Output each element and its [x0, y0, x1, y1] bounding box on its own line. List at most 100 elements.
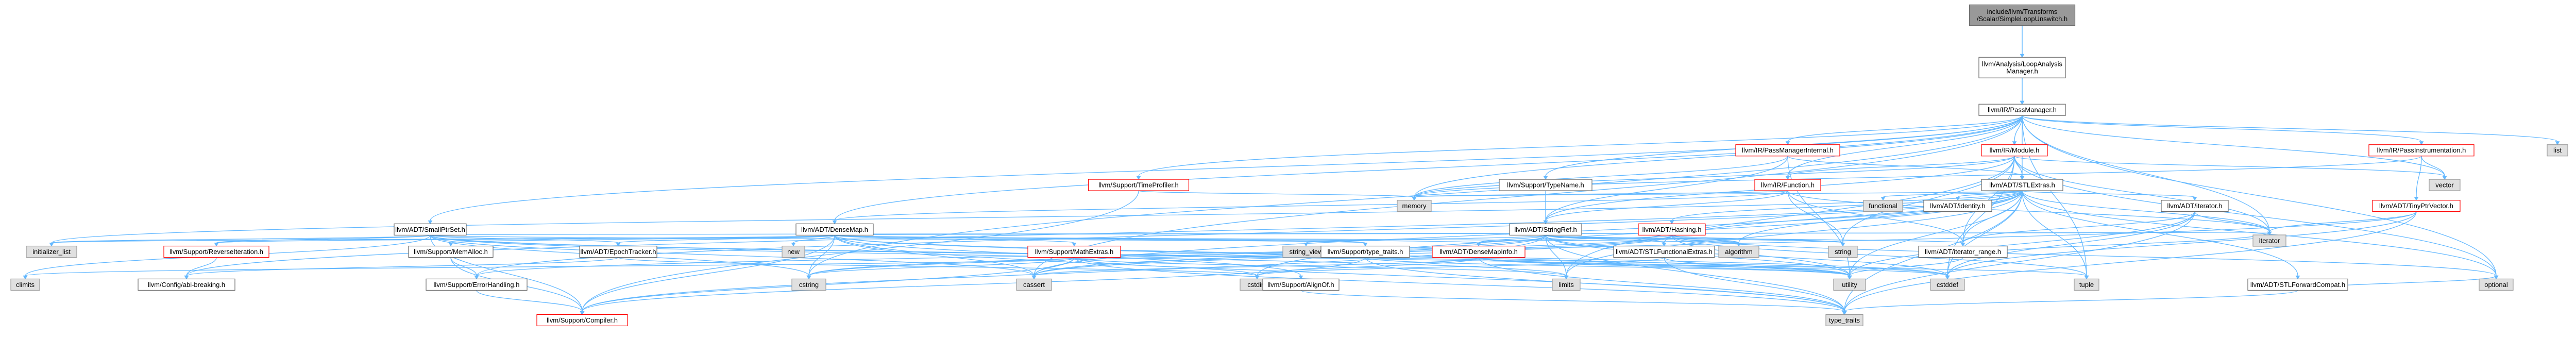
node-sps[interactable]: llvm/ADT/SmallPtrSet.h — [394, 223, 467, 235]
node-label: llvm/Support/TimeProfiler.h — [1098, 181, 1179, 189]
node-box — [138, 278, 235, 291]
node-box — [2429, 179, 2461, 191]
edge-module-to-vector — [2014, 156, 2447, 180]
node-box — [782, 245, 805, 258]
node-box — [2547, 144, 2568, 157]
node-box — [2247, 278, 2348, 291]
node-reviter[interactable]: llvm/Support/ReverseIteration.h — [163, 245, 269, 258]
node-label: optional — [2484, 281, 2508, 289]
node-dmi[interactable]: llvm/ADT/DenseMapInfo.h — [1432, 245, 1526, 258]
node-label: llvm/ADT/EpochTracker.h — [581, 248, 656, 256]
node-initlist: initializer_list — [26, 245, 77, 258]
node-root[interactable]: include/llvm/Transforms/Scalar/SimpleLoo… — [1969, 4, 2076, 26]
edge-densemap-to-mathextras — [834, 234, 1077, 247]
node-label: llvm/ADT/STLForwardCompat.h — [2250, 281, 2345, 289]
node-label: vector — [2435, 181, 2454, 189]
node-adtid[interactable]: llvm/ADT/identity.h — [1923, 200, 1992, 212]
node-pmi[interactable]: llvm/IR/PassManagerInternal.h — [1735, 144, 1840, 157]
edge-lam-to-pm — [2020, 78, 2025, 105]
node-configab[interactable]: llvm/Config/abi-breaking.h — [138, 278, 235, 291]
node-box — [1613, 245, 1715, 258]
edge-pm-to-pmi — [1785, 115, 2023, 145]
node-pm[interactable]: llvm/IR/PassManager.h — [1978, 104, 2066, 116]
edge-densemap-to-typetraits — [834, 234, 1368, 247]
node-label: llvm/Support/MathExtras.h — [1035, 248, 1113, 256]
node-algorithm: algorithm — [1718, 245, 1759, 258]
node-box — [1262, 278, 1340, 291]
edge-dmi-to-cassert — [1031, 257, 1479, 280]
node-stringref[interactable]: llvm/ADT/StringRef.h — [1509, 223, 1582, 235]
edge-mathextras-to-cstring — [806, 257, 1075, 280]
node-label: string_view — [1289, 248, 1323, 256]
node-label: llvm/ADT/DenseMapInfo.h — [1439, 248, 1518, 256]
node-box — [1552, 278, 1581, 291]
node-aligno[interactable]: llvm/Support/AlignOf.h — [1262, 278, 1340, 291]
node-hashing[interactable]: llvm/ADT/Hashing.h — [1638, 223, 1706, 235]
node-box — [1978, 104, 2066, 116]
node-label: initializer_list — [32, 248, 71, 256]
edge-module-to-func — [1785, 156, 2015, 180]
node-memalloc[interactable]: llvm/Support/MemAlloc.h — [408, 245, 494, 258]
node-box — [163, 245, 269, 258]
node-box — [2252, 234, 2286, 247]
node-label: llvm/ADT/STLExtras.h — [1989, 181, 2055, 189]
node-epoch[interactable]: llvm/ADT/EpochTracker.h — [579, 245, 657, 258]
edge-tprof-to-memory — [1138, 190, 1417, 201]
node-pinst[interactable]: llvm/IR/PassInstrumentation.h — [2368, 144, 2475, 157]
edge-dmi-to-cstdint — [1255, 257, 1479, 280]
node-stlfwd[interactable]: llvm/ADT/STLForwardCompat.h — [2247, 278, 2348, 291]
node-label: llvm/ADT/TinyPtrVector.h — [2379, 202, 2453, 210]
node-box — [1397, 200, 1432, 212]
node-itrange[interactable]: llvm/ADT/iterator_range.h — [1918, 245, 2008, 258]
node-module[interactable]: llvm/IR/Module.h — [1981, 144, 2048, 157]
node-tuple: tuple — [2074, 278, 2099, 291]
edges-layer — [23, 25, 2560, 315]
edge-densemap-to-memalloc — [448, 234, 835, 247]
node-label: climits — [16, 281, 35, 289]
node-box — [1509, 223, 1582, 235]
edge-densemap-to-new — [791, 234, 835, 247]
node-label: new — [787, 248, 800, 256]
node-mathextras[interactable]: llvm/Support/MathExtras.h — [1027, 245, 1121, 258]
node-box — [1432, 245, 1526, 258]
edge-tiny-to-typetraits2 — [1842, 211, 2417, 315]
node-label: utility — [1842, 281, 1857, 289]
node-typetraits[interactable]: llvm/Support/type_traits.h — [1320, 245, 1410, 258]
edge-hashing-to-string — [1671, 234, 1845, 247]
node-box — [795, 223, 874, 235]
node-stlfunc[interactable]: llvm/ADT/STLFunctionalExtras.h — [1613, 245, 1715, 258]
node-label: llvm/ADT/iterator_range.h — [1925, 248, 2001, 256]
edge-stlfwd-to-typetraits2 — [1842, 290, 2298, 315]
node-string: string — [1828, 245, 1858, 258]
node-iterator[interactable]: llvm/ADT/iterator.h — [2161, 200, 2229, 212]
node-stlextras[interactable]: llvm/ADT/STLExtras.h — [1981, 179, 2063, 191]
node-box — [1825, 314, 1863, 327]
edge-densemap-to-epoch — [616, 234, 835, 247]
node-densemap[interactable]: llvm/ADT/DenseMap.h — [795, 223, 874, 235]
node-box — [2161, 200, 2229, 212]
node-box — [1320, 245, 1410, 258]
node-box — [1863, 200, 1903, 212]
node-label: memory — [1402, 202, 1427, 210]
node-box — [2479, 278, 2514, 291]
node-limits: limits — [1552, 278, 1581, 291]
node-box — [1981, 179, 2063, 191]
node-utility: utility — [1833, 278, 1866, 291]
edge-pinst-to-tiny — [2414, 156, 2422, 201]
node-box — [1027, 245, 1121, 258]
node-tname[interactable]: llvm/Support/TypeName.h — [1499, 179, 1592, 191]
nodes-layer: include/llvm/Transforms/Scalar/SimpleLoo… — [10, 4, 2568, 327]
node-label: /Scalar/SimpleLoopUnswitch.h — [1977, 15, 2067, 23]
node-label: limits — [1558, 281, 1574, 289]
node-tiny[interactable]: llvm/ADT/TinyPtrVector.h — [2372, 200, 2461, 212]
node-tprof[interactable]: llvm/Support/TimeProfiler.h — [1088, 179, 1190, 191]
edge-stlextras-to-stlfwd — [2022, 191, 2300, 280]
node-func[interactable]: llvm/IR/Function.h — [1754, 179, 1821, 191]
node-label: list — [2553, 146, 2562, 154]
node-label: llvm/ADT/Hashing.h — [1642, 226, 1702, 233]
node-compiler[interactable]: llvm/Support/Compiler.h — [536, 314, 628, 327]
node-errh[interactable]: llvm/Support/ErrorHandling.h — [426, 278, 528, 291]
node-label: llvm/Config/abi-breaking.h — [148, 281, 225, 289]
